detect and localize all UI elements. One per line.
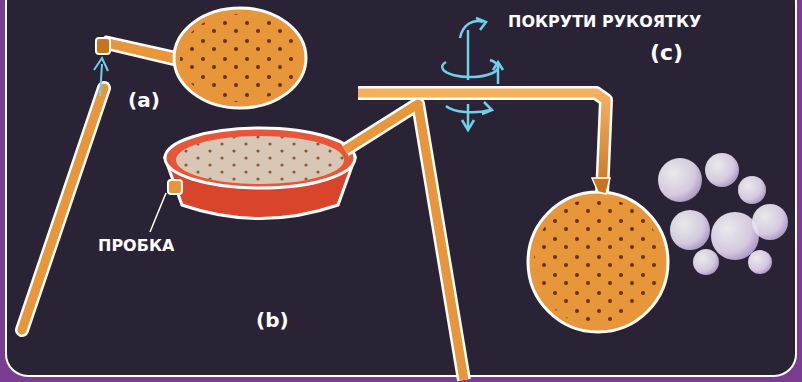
part-letter: (c) — [650, 40, 683, 65]
part-letter: (a) — [128, 88, 160, 112]
part-letter: (b) — [256, 308, 289, 332]
sieve-c — [358, 93, 788, 332]
rotation-arrow — [442, 18, 503, 130]
bowl-b — [150, 104, 464, 380]
part-name: ПРОБКА — [98, 236, 174, 255]
instruction-text: ПОКРУТИ РУКОЯТКУ — [508, 12, 701, 31]
panel — [6, 0, 796, 376]
